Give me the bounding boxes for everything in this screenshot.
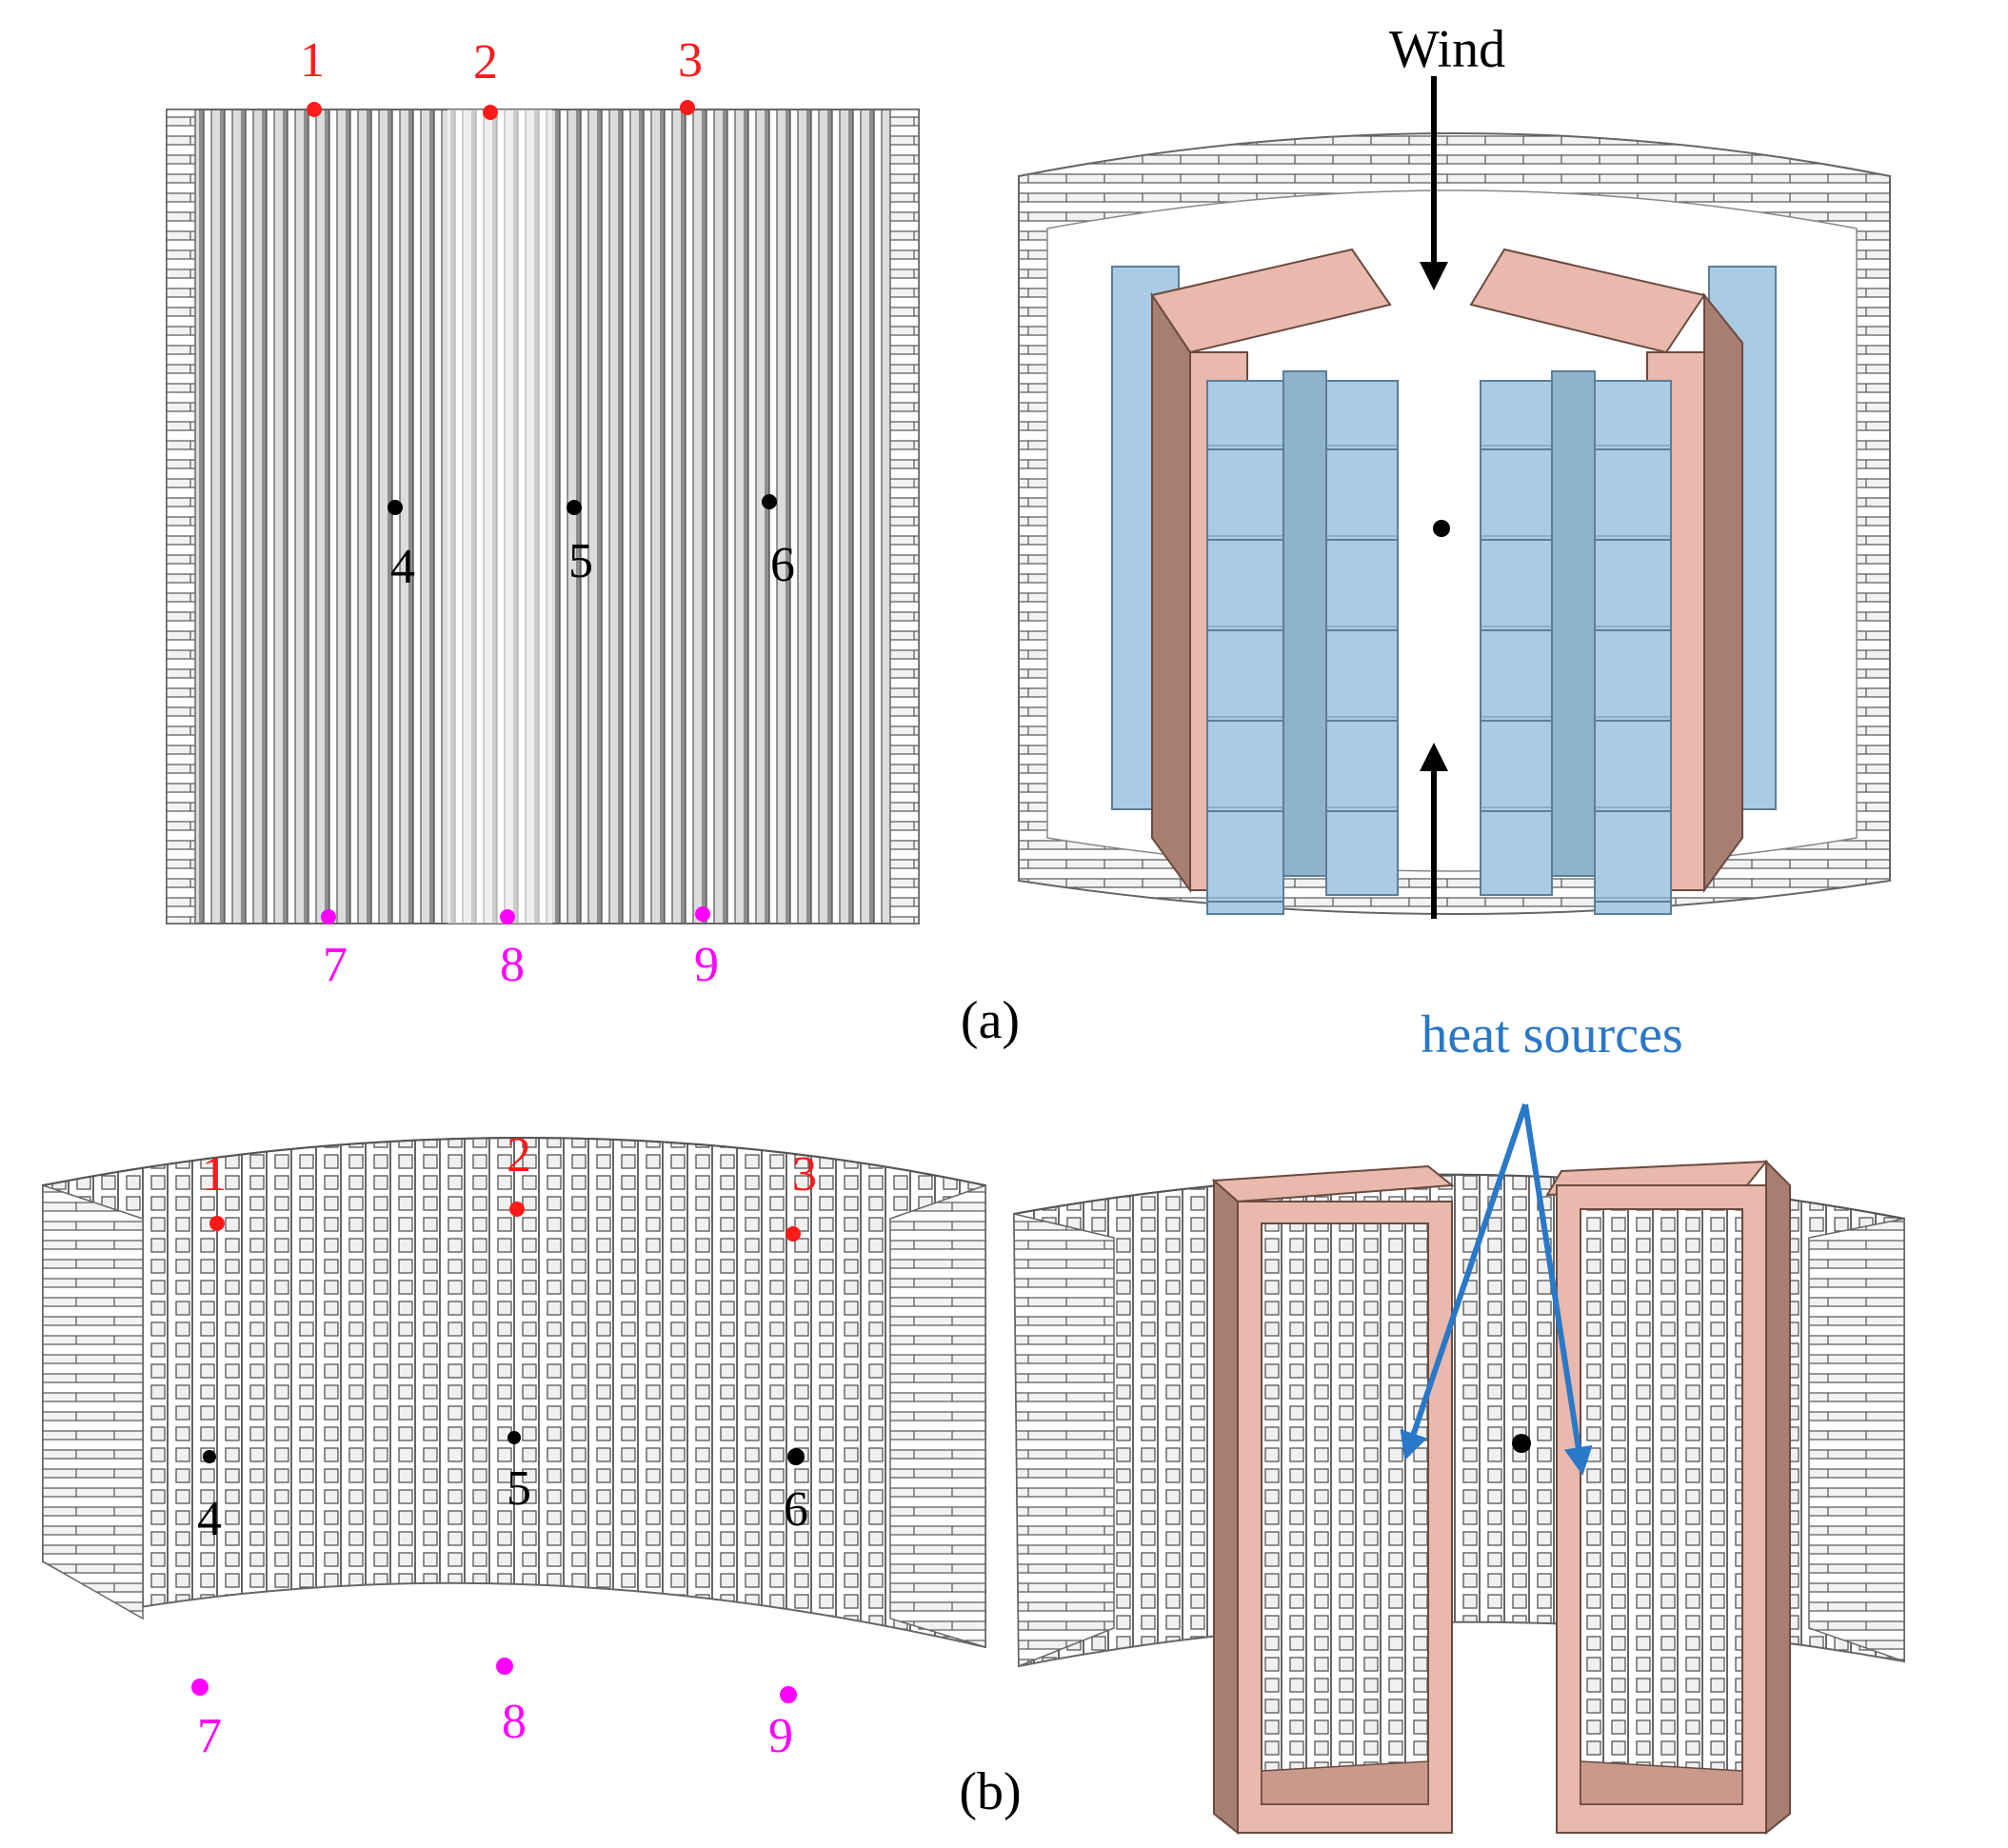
panel-a-assembly: Wind [1018, 20, 1891, 919]
panel-b-curved-points: 1 2 3 4 5 6 7 8 9 [191, 1128, 817, 1763]
b-point-7 [191, 1679, 209, 1696]
b-label-7: 7 [197, 1709, 222, 1763]
core-tooth-6 [1594, 380, 1672, 915]
b-label-9: 9 [768, 1709, 793, 1763]
core-tooth-2 [1282, 370, 1327, 877]
core-tooth-3 [1325, 380, 1399, 896]
point-6 [762, 494, 777, 509]
panel-b-curved-heatsink [42, 1137, 986, 1649]
heat-source-left [1211, 1164, 1455, 1836]
b-point-5 [507, 1431, 521, 1444]
point-3 [680, 100, 695, 115]
label-2: 2 [473, 35, 498, 89]
heat-center-point [1512, 1434, 1531, 1453]
b-label-5: 5 [507, 1461, 531, 1516]
point-2 [483, 105, 498, 120]
b-label-3: 3 [792, 1147, 817, 1202]
point-4 [388, 500, 403, 515]
b-point-9 [780, 1686, 797, 1703]
caption-a: (a) [961, 991, 1020, 1050]
point-8 [500, 909, 515, 924]
b-point-8 [496, 1658, 513, 1675]
label-5: 5 [568, 534, 593, 588]
label-3: 3 [678, 33, 703, 88]
b-label-4: 4 [197, 1492, 222, 1546]
label-1: 1 [300, 33, 325, 88]
label-4: 4 [390, 540, 415, 594]
panel-a-flat-heatsink [166, 109, 920, 924]
b-point-4 [203, 1450, 216, 1463]
heat-source-right [1545, 1159, 1791, 1836]
b-label-8: 8 [502, 1695, 527, 1749]
heat-arrow-right [1522, 1103, 1593, 1476]
core-tooth-1 [1206, 380, 1284, 915]
caption-b: (b) [959, 1762, 1021, 1821]
heat-arrow-left [1400, 1103, 1528, 1461]
b-point-2 [509, 1202, 525, 1217]
point-7 [321, 909, 336, 924]
point-9 [695, 906, 710, 922]
label-7: 7 [323, 938, 348, 992]
b-point-1 [209, 1216, 225, 1231]
b-label-6: 6 [784, 1482, 808, 1537]
b-label-2: 2 [507, 1128, 531, 1182]
panel-b-heat-assembly: heat sources [1012, 1005, 1905, 1836]
label-6: 6 [770, 538, 795, 592]
label-8: 8 [500, 938, 525, 992]
b-point-3 [785, 1226, 801, 1242]
point-5 [567, 500, 582, 515]
b-label-1: 1 [202, 1147, 227, 1202]
panel-a-flat-points: 1 2 3 4 5 6 7 8 9 [300, 33, 795, 992]
label-9: 9 [694, 938, 719, 992]
heat-sources-label: heat sources [1421, 1005, 1682, 1064]
assembly-center-point [1433, 520, 1450, 537]
wind-label: Wind [1389, 20, 1505, 79]
point-1 [307, 102, 322, 117]
core-tooth-4 [1480, 380, 1553, 896]
b-point-6 [787, 1448, 805, 1465]
core-tooth-5 [1551, 370, 1596, 877]
